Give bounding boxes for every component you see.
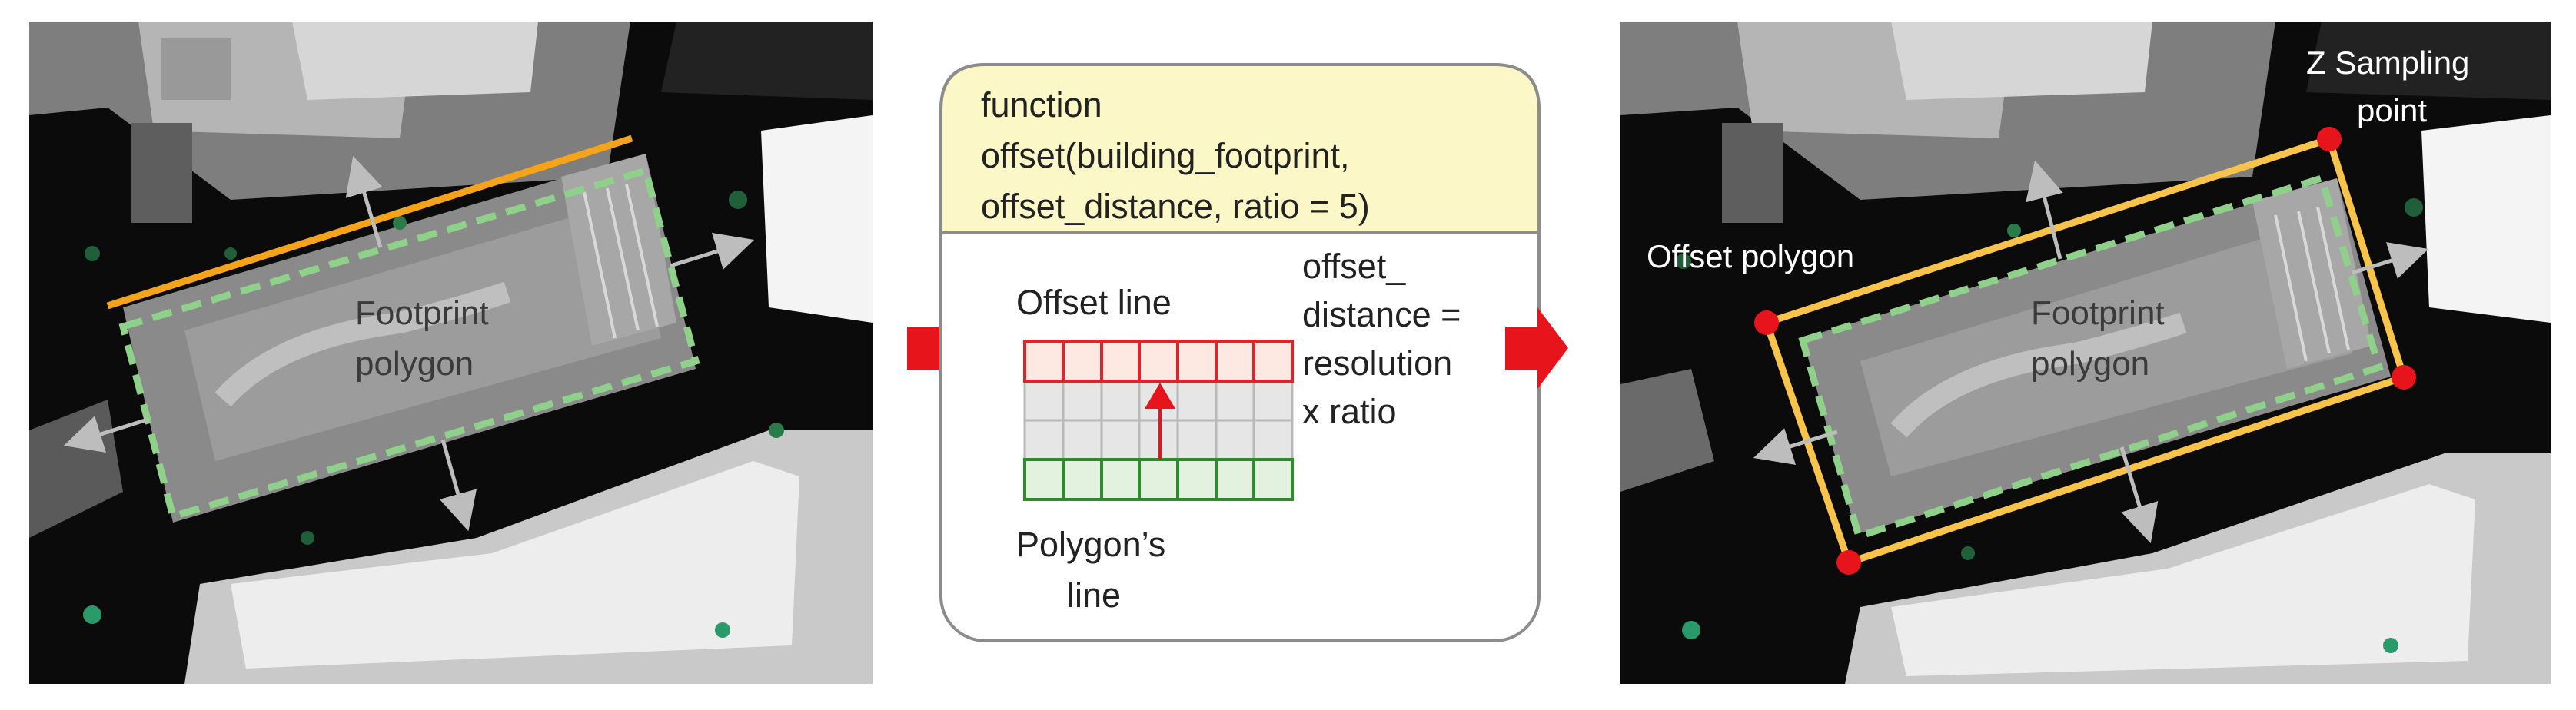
z-sampling-label-line2: point	[2357, 92, 2427, 128]
polygon-row	[1025, 460, 1292, 499]
sampling-point	[2317, 127, 2342, 151]
footprint-label-right-line1: Footprint	[2031, 294, 2165, 332]
offset-grid	[1023, 340, 1294, 501]
sampling-point	[1754, 310, 1779, 335]
formula-line2: distance =	[1302, 295, 1461, 334]
formula-line3: resolution	[1302, 343, 1452, 383]
footprint-label-right-line2: polygon	[2031, 345, 2149, 383]
normal-arrow-right-right	[2352, 242, 2429, 279]
footprint-polygon-right	[1798, 174, 2384, 541]
left-aerial-image	[29, 22, 873, 684]
z-sampling-label-line1: Z Sampling	[2306, 45, 2469, 81]
footprint-label-line1: Footprint	[355, 294, 489, 332]
footprint-label-line2: polygon	[355, 345, 474, 383]
normal-arrow-left-right	[1753, 428, 1838, 465]
polygon-line-label-line1: Polygon’s	[1016, 525, 1165, 564]
left-panel: Footprint polygon	[29, 22, 873, 684]
formula-line1: offset_	[1302, 247, 1406, 286]
formula-line4: x ratio	[1302, 392, 1397, 431]
offset-line	[106, 134, 633, 310]
normal-arrow-down	[439, 439, 477, 532]
function-box: function offset(building_footprint, offs…	[939, 63, 1541, 642]
right-panel: Z Sampling point Offset polygon Footprin…	[1620, 22, 2551, 684]
normal-arrow-right	[670, 233, 755, 270]
sampling-point	[1836, 550, 1861, 575]
offset-row	[1025, 341, 1292, 381]
normal-arrow-left	[63, 416, 148, 453]
function-signature-line2: offset_distance, ratio = 5)	[981, 187, 1370, 226]
normal-arrow-up-right	[2026, 160, 2063, 260]
offset-direction-arrowhead	[1145, 383, 1175, 409]
polygon-line-label-line2: line	[1067, 576, 1121, 615]
function-header	[939, 63, 1541, 234]
normal-arrow-down-right	[2119, 446, 2159, 544]
right-aerial-image	[1620, 22, 2551, 684]
function-keyword: function	[981, 85, 1102, 124]
normal-arrow-up	[345, 155, 383, 248]
offset-polygon-label: Offset polygon	[1647, 238, 1854, 274]
flow-arrow-2	[1505, 307, 1568, 389]
offset-line-label: Offset line	[1016, 283, 1172, 322]
footprint-polygon	[118, 166, 700, 521]
sampling-point	[2392, 365, 2416, 390]
function-signature-line1: offset(building_footprint,	[981, 136, 1350, 175]
